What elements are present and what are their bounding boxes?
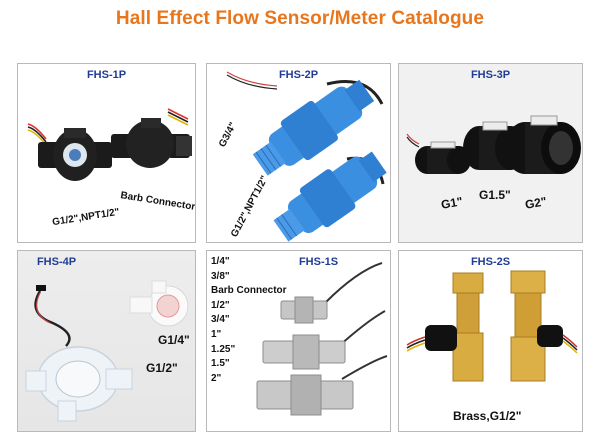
fhs-4p-label-g12: G1/2"	[146, 361, 178, 375]
fhs-1s-size-item: 1.5"	[211, 358, 230, 370]
fhs-2s-sensor-image	[406, 270, 578, 382]
fhs-1s-size-item: 1/2"	[211, 299, 230, 311]
fhs-2s-label-brass: Brass,G1/2"	[453, 409, 522, 423]
fhs-1s-size-list: 1/4" 3/8" Barb Connector 1/2" 3/4" 1" 1.…	[211, 255, 287, 386]
fhs-1s-size-item: 1/4"	[211, 256, 230, 267]
page-title: Hall Effect Flow Sensor/Meter Catalogue	[115, 8, 485, 29]
fhs-1p-sensor-image	[27, 108, 192, 181]
fhs-4p-code: FHS-4P	[36, 256, 77, 268]
catalogue-cell-fhs-4p: FHS-4P G1/4" G1/2"	[17, 250, 196, 432]
catalogue-cell-fhs-1s: FHS-1S 1/4" 3/8" Barb Connector 1/2" 3/4…	[206, 250, 391, 432]
fhs-3p-sensor-image	[406, 115, 581, 174]
fhs-3p-code: FHS-3P	[470, 69, 511, 81]
fhs-1s-size-item: Barb Connector	[211, 285, 287, 297]
catalogue-cell-fhs-2s: FHS-2S Brass,G1/2"	[398, 250, 583, 432]
catalogue-cell-fhs-2p: FHS-2P G3/4" G1/2",NPT1/2"	[206, 63, 391, 243]
fhs-1s-size-item: 1"	[211, 328, 222, 340]
fhs-1s-code: FHS-1S	[298, 256, 339, 268]
fhs-3p-label-g15: G1.5"	[479, 188, 511, 202]
fhs-1s-size-item: 3/8"	[211, 270, 230, 282]
fhs-1s-sensor-image	[256, 262, 388, 416]
fhs-4p-label-g14: G1/4"	[158, 333, 190, 347]
fhs-2p-sensor-image	[226, 71, 387, 242]
fhs-1p-code: FHS-1P	[86, 69, 127, 81]
fhs-4p-sensor-image	[25, 280, 189, 422]
catalogue-cell-fhs-3p: FHS-3P G1" G1.5" G2"	[398, 63, 583, 243]
fhs-2p-code: FHS-2P	[278, 69, 319, 81]
fhs-2s-code: FHS-2S	[470, 256, 511, 268]
fhs-1s-size-item: 1.25"	[211, 343, 236, 355]
fhs-1s-size-item: 3/4"	[211, 314, 230, 326]
fhs-1s-size-item: 2"	[211, 372, 222, 384]
catalogue-cell-fhs-1p: FHS-1P G1/2",NPT1/2" Barb Connector	[17, 63, 196, 243]
